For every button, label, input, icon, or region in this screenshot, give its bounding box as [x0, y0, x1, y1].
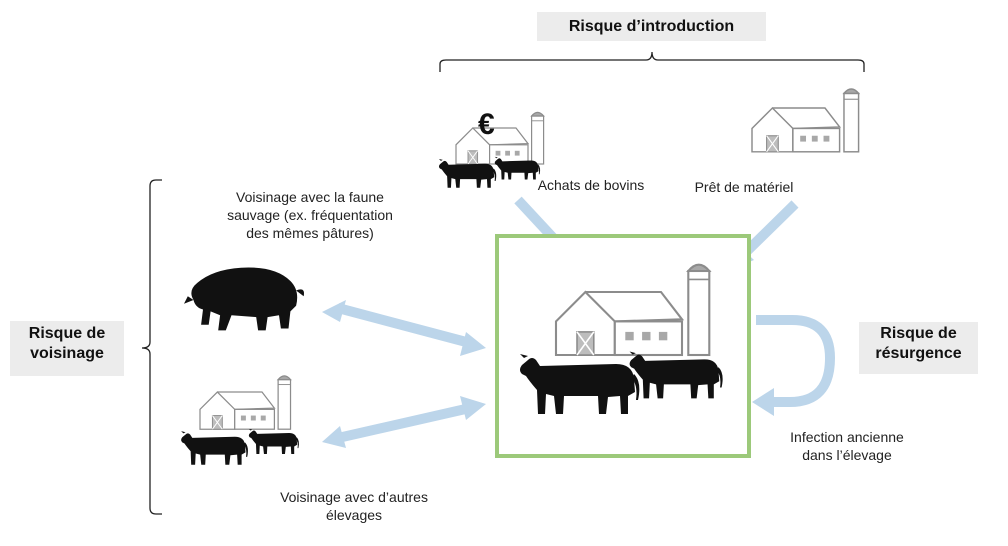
text-elevages: Voisinage avec d’autres élevages [280, 489, 428, 523]
introduction-brace [439, 51, 865, 72]
label-resurgence: Risque de résurgence [859, 322, 978, 374]
neighbour-barn-icon [199, 375, 292, 430]
label-voisinage: Risque de voisinage [10, 321, 124, 376]
loan-barn-icon [751, 88, 860, 153]
purchase-barn-icon [455, 111, 545, 165]
label-introduction: Risque d’introduction [537, 12, 766, 41]
wild-boar-icon [184, 267, 305, 331]
text-pret: Prêt de matériel [694, 179, 794, 195]
euro-icon: € [478, 108, 495, 141]
arrow-resurgence [756, 315, 836, 407]
arrow-elevages [336, 403, 472, 443]
text-faune: Voisinage avec la faune sauvage (ex. fré… [227, 189, 393, 241]
neighbour-cow-icon [181, 431, 248, 465]
neighbour-cow-small-icon [248, 428, 299, 455]
text-infection: Infection ancienne dans l’élevage [790, 429, 904, 463]
voisinage-brace [141, 179, 162, 515]
arrow-faune [336, 303, 472, 348]
text-achats: Achats de bovins [537, 177, 645, 193]
